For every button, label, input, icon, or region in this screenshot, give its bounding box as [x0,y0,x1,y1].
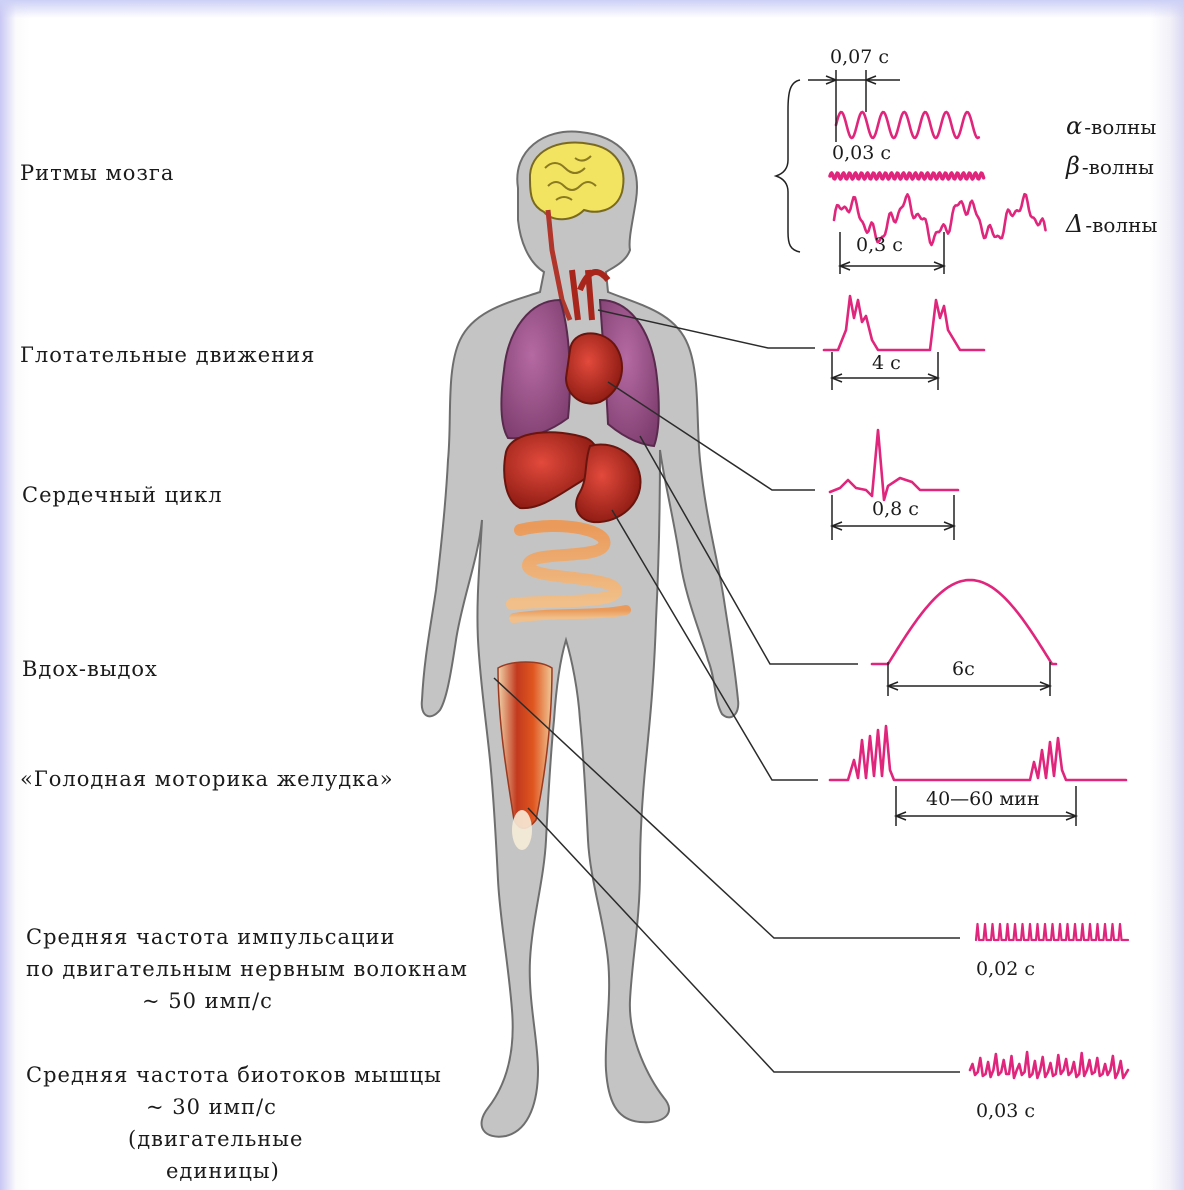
brain [530,143,624,220]
label-muscle-line-2: ~ 30 имп/с [146,1092,277,1122]
muscle-biocurrent-trace [970,1052,1128,1078]
beta-symbol: β [1066,152,1080,180]
duration-muscle: 0,03 с [976,1100,1035,1122]
label-nerve-line-3: ~ 50 имп/с [142,986,273,1016]
label-heart-cycle: Сердечный цикл [22,480,223,510]
duration-heart: 0,8 с [872,498,919,520]
label-swallowing: Глотательные движения [20,340,315,370]
duration-nerve: 0,02 с [976,958,1035,980]
label-brain-rhythms: Ритмы мозга [20,158,174,188]
heart-trace [830,430,958,500]
label-muscle-line-1: Средняя частота биотоков мышцы [26,1060,442,1090]
waveforms [824,112,1128,1078]
body-silhouette [422,132,739,1137]
label-nerve-line-2: по двигательным нервным волокнам [26,954,468,984]
label-nerve-line-1: Средняя частота импульсации [26,922,396,952]
alpha-symbol: α [1066,112,1082,140]
label-delta-waves: Δ-волны [1066,210,1157,238]
label-muscle-line-3: (двигательные [128,1124,303,1154]
duration-stomach: 40—60 мин [926,788,1040,810]
nerve-impulse-trace [976,924,1128,940]
brain-brace [776,80,800,252]
alpha-wave-trace [836,112,979,138]
duration-delta: 0,3 с [856,234,903,256]
duration-swallow: 4 с [872,352,901,374]
label-muscle-line-4: единицы) [166,1156,280,1186]
delta-text: -волны [1085,213,1157,237]
stomach-trace [830,726,1126,780]
human-body [422,132,739,1137]
swallow-trace [824,296,984,350]
delta-symbol: Δ [1066,210,1083,238]
label-beta-waves: β-волны [1066,152,1154,180]
label-stomach-motility: «Голодная моторика желудка» [20,764,394,794]
breath-trace [872,580,1056,664]
duration-beta: 0,03 с [832,142,891,164]
alpha-text: -волны [1084,115,1156,139]
duration-alpha: 0,07 с [830,46,889,68]
dimension-markers [776,70,1076,826]
duration-breath: 6с [952,658,975,680]
beta-text: -волны [1082,155,1154,179]
label-alpha-waves: α-волны [1066,112,1156,140]
beta-wave-trace [830,173,984,179]
label-breathing: Вдох-выдох [22,654,158,684]
